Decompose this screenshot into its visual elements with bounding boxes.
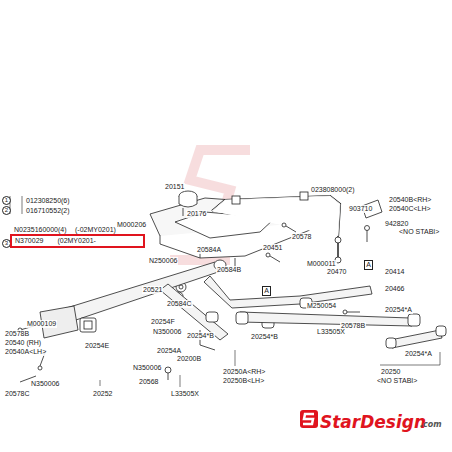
part-number: <NO STABI> — [376, 377, 418, 385]
part-number: 20584C — [166, 300, 193, 308]
part-number: 023808000(2) — [310, 186, 356, 194]
part-number: L33505X — [316, 328, 346, 336]
logo-domain: .com — [420, 420, 442, 429]
part-number: 20250B<LH> — [222, 377, 265, 385]
part-number: 20414 — [384, 268, 405, 276]
part-number: L33505X — [170, 390, 200, 398]
part-number: 20176 — [186, 210, 207, 218]
part-number: 20200B — [176, 355, 202, 363]
view-marker: A — [364, 260, 373, 270]
circled-number: 2 — [2, 206, 11, 215]
part-number: N0235160000(4) — [13, 226, 68, 234]
part-number: 942820 — [384, 220, 409, 228]
part-number: 20466 — [384, 285, 405, 293]
part-number: <NO STABI> — [398, 228, 440, 236]
part-number: N350006 — [132, 364, 162, 372]
part-number: 20250A<RH> — [222, 368, 266, 376]
highlight-box: N370029 (02MY0201- — [10, 234, 145, 248]
part-number: 903710 — [348, 205, 373, 213]
part-number: M000206 — [116, 221, 147, 229]
part-number: M000011 — [306, 260, 337, 268]
part-number: 20254*A — [404, 350, 433, 358]
part-number: 016710552(2) — [25, 207, 71, 215]
part-number: 20254F — [150, 318, 176, 326]
part-number: N350006 — [152, 328, 182, 336]
part-number: (02MY0201- — [57, 237, 96, 245]
part-number: 20250 — [380, 368, 401, 376]
part-number: 20252 — [92, 390, 113, 398]
part-number: 012308250(6) — [25, 197, 71, 205]
part-number: 20521 — [142, 286, 163, 294]
part-number: 20254A — [156, 347, 182, 355]
part-number: M250054 — [306, 302, 337, 310]
part-number: 20151 — [164, 183, 185, 191]
part-number: 20540B<RH> — [388, 196, 432, 204]
part-number: N250006 — [148, 257, 178, 265]
circled-number: 1 — [2, 196, 11, 205]
part-number: 20540C<LH> — [388, 205, 432, 213]
part-number: 20254E — [84, 342, 110, 350]
part-number: 20568 — [138, 378, 159, 386]
part-number: 20254*B — [250, 333, 279, 341]
part-number: 20470 — [326, 268, 347, 276]
part-number: 20254*A — [384, 306, 413, 314]
part-number: 20578C — [4, 390, 31, 398]
part-number: (-02MY0201) — [74, 226, 117, 234]
part-number: 20578 — [291, 233, 312, 241]
logo-icon — [300, 410, 318, 428]
part-number: N370029 — [15, 237, 43, 245]
part-number: 20540 (RH) — [4, 339, 42, 347]
part-number: 20578B — [4, 330, 30, 338]
part-number: 20254*B — [186, 332, 215, 340]
part-number: 20451 — [262, 244, 283, 252]
part-number: M000109 — [26, 320, 57, 328]
part-number: 20584B — [216, 266, 242, 274]
part-number: 20584A — [196, 246, 222, 254]
view-marker: A — [262, 286, 271, 296]
logo-text: StarDesign — [320, 412, 426, 432]
part-number: 20540A<LH> — [4, 348, 47, 356]
part-number: N350006 — [30, 380, 60, 388]
